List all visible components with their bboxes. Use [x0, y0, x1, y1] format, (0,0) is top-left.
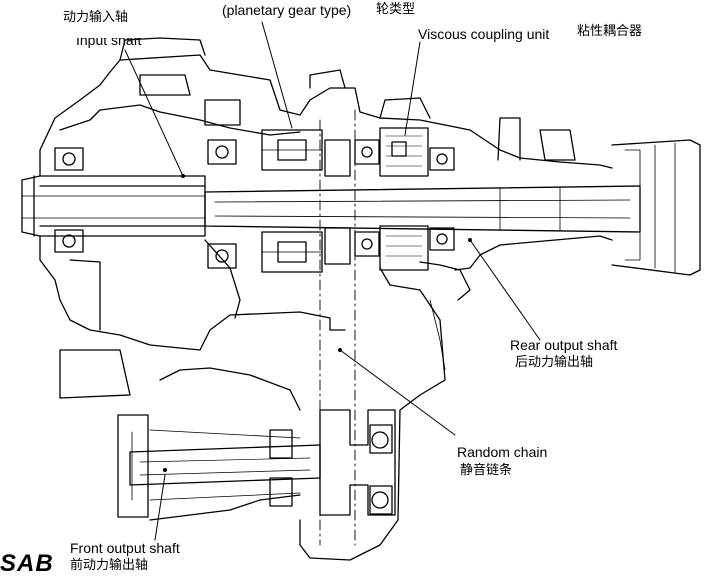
rear-output-shaft-label-en: Rear output shaft [510, 337, 618, 353]
front-output-shaft-label-cn: 前动力输出轴 [70, 558, 149, 573]
front-output-shaft-label-en: Front output shaft [70, 540, 180, 556]
rear-output-shaft [204, 185, 641, 233]
random-chain-label-cn: 静音链条 [460, 463, 513, 478]
viscous-coupling-unit [379, 127, 429, 271]
front-output-shaft [117, 367, 321, 521]
logo-text: SAB [0, 550, 54, 577]
planetary-gear-label-cn: 轮类型 [376, 2, 416, 17]
random-chain-label-en: Random chain [457, 444, 548, 460]
rear-output-shaft-label-cn: 后动力输出轴 [515, 355, 594, 370]
input-shaft [21, 175, 206, 237]
viscous-coupling-label-cn: 粘性耦合器 [577, 24, 643, 39]
leader-lines [124, 21, 541, 541]
drive-chain [319, 109, 396, 546]
planetary-gear-label-en: (planetary gear type) [222, 2, 352, 18]
upper-housing [39, 37, 701, 276]
input-shaft-label-cn: 动力输入轴 [63, 10, 129, 25]
planetary-gear-set [261, 129, 351, 273]
viscous-coupling-label-en: Viscous coupling unit [418, 26, 550, 42]
lower-housing [39, 235, 613, 561]
bearings [54, 139, 455, 269]
input-shaft-label-en: Input shaft [76, 32, 142, 48]
